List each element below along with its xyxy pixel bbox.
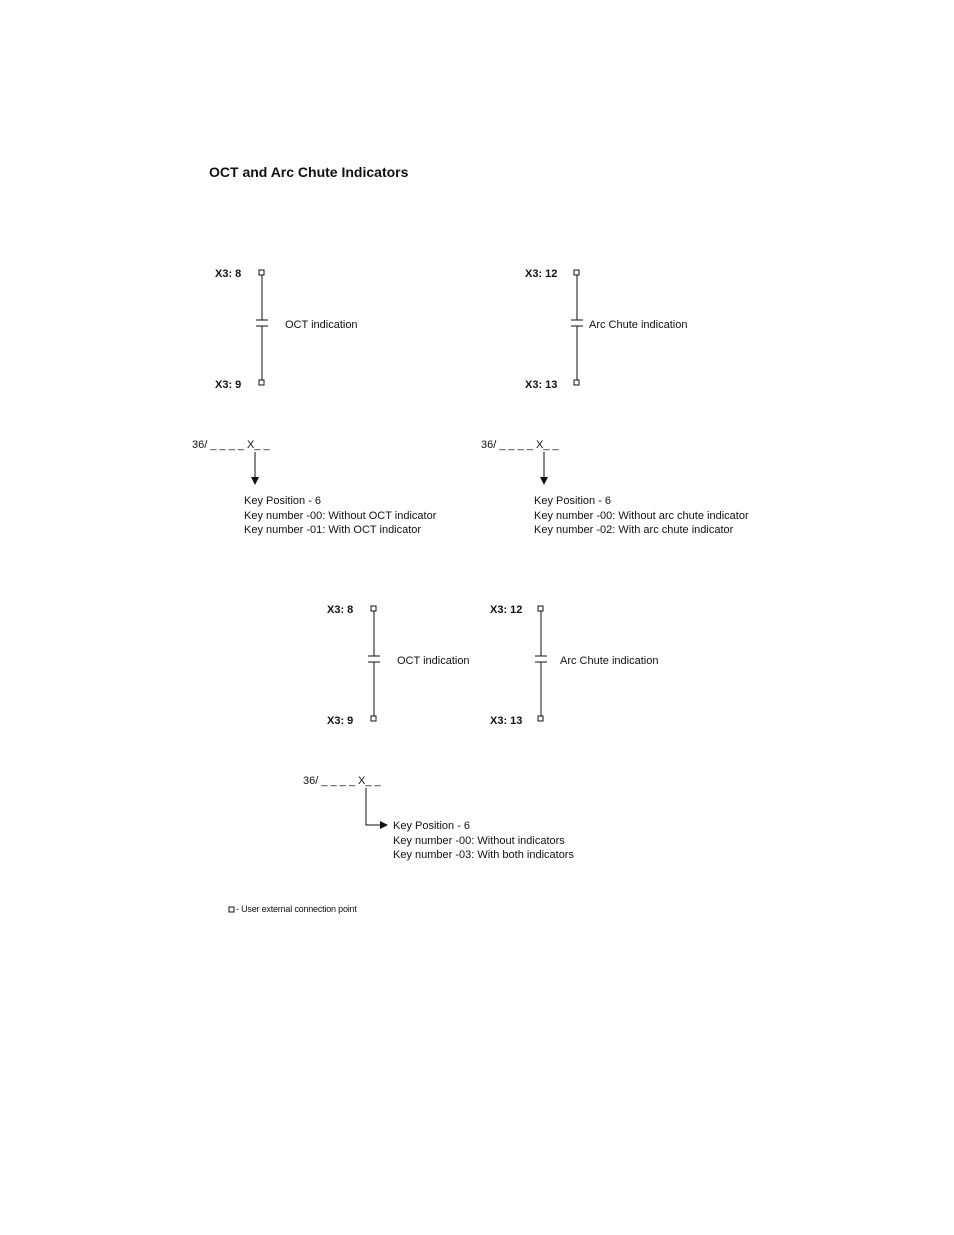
legend: - User external connection point — [228, 904, 358, 914]
terminal-x3-8: X3: 8 — [327, 604, 353, 616]
key-line: Key Position - 6 — [393, 820, 470, 832]
terminal-x3-13: X3: 13 — [490, 715, 522, 727]
terminal-x3-8: X3: 8 — [215, 268, 241, 280]
key-code: 36/ _ _ _ _ X_ _ — [192, 439, 271, 451]
arc-chute-indication-label: Arc Chute indication — [560, 655, 658, 667]
connection-point-icon — [370, 715, 377, 722]
terminal-x3-13: X3: 13 — [525, 379, 557, 391]
connection-point-icon — [537, 605, 544, 612]
legend-text: - User external connection point — [236, 904, 357, 914]
connection-point-icon — [370, 605, 377, 612]
page-title: OCT and Arc Chute Indicators — [209, 164, 409, 180]
both-key-code: 36/ _ _ _ _ X_ _ Key Position - 6 Key nu… — [303, 775, 574, 861]
key-line: Key Position - 6 — [244, 495, 321, 507]
terminal-x3-12: X3: 12 — [525, 268, 557, 280]
terminal-x3-9: X3: 9 — [327, 715, 353, 727]
arc-chute-indication-label: Arc Chute indication — [589, 319, 687, 331]
key-code: 36/ _ _ _ _ X_ _ — [481, 439, 560, 451]
oct-indication-label: OCT indication — [397, 655, 470, 667]
connection-point-icon — [537, 715, 544, 722]
arc-key-code: 36/ _ _ _ _ X_ _ Key Position - 6 Key nu… — [481, 439, 749, 536]
key-code: 36/ _ _ _ _ X_ _ — [303, 775, 382, 787]
connection-point-icon — [228, 906, 235, 913]
connection-point-icon — [258, 379, 265, 386]
connection-point-icon — [573, 269, 580, 276]
key-line: Key number -00: Without arc chute indica… — [534, 510, 749, 522]
connection-point-icon — [258, 269, 265, 276]
connection-point-icon — [573, 379, 580, 386]
key-line: Key number -02: With arc chute indicator — [534, 524, 734, 536]
key-line: Key Position - 6 — [534, 495, 611, 507]
oct-key-code: 36/ _ _ _ _ X_ _ Key Position - 6 Key nu… — [192, 439, 437, 536]
arc-chute-circuit-top: X3: 12 X3: 13 Arc Chute indication — [525, 268, 687, 391]
key-line: Key number -03: With both indicators — [393, 849, 574, 861]
oct-indication-label: OCT indication — [285, 319, 358, 331]
key-line: Key number -00: Without indicators — [393, 835, 565, 847]
key-line: Key number -01: With OCT indicator — [244, 524, 421, 536]
key-line: Key number -00: Without OCT indicator — [244, 510, 437, 522]
terminal-x3-12: X3: 12 — [490, 604, 522, 616]
oct-circuit-bottom: X3: 8 X3: 9 OCT indication — [327, 604, 470, 727]
oct-circuit-top: X3: 8 X3: 9 OCT indication — [215, 268, 358, 391]
arrow-right-icon — [365, 788, 388, 829]
arc-chute-circuit-bottom: X3: 12 X3: 13 Arc Chute indication — [490, 604, 658, 727]
terminal-x3-9: X3: 9 — [215, 379, 241, 391]
